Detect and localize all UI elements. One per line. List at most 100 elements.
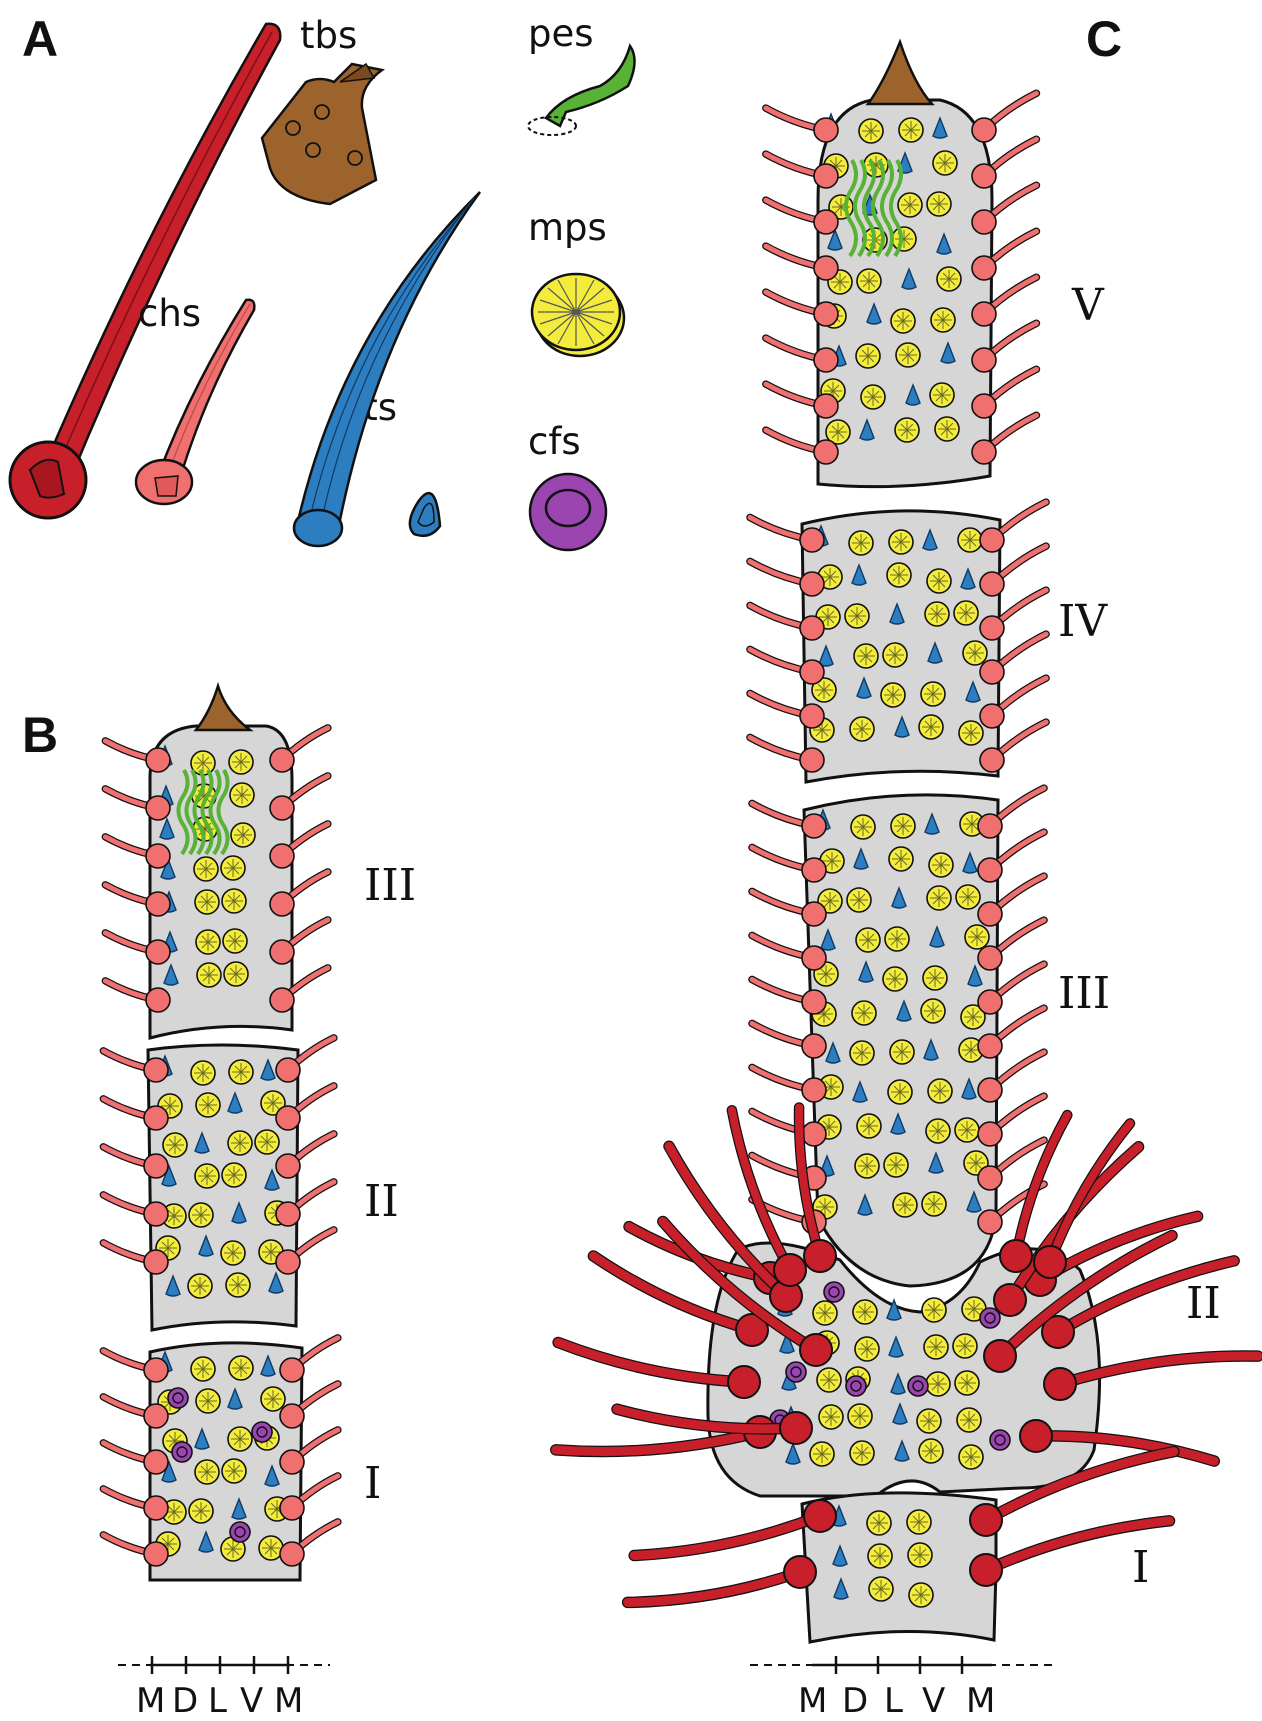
- panel-c-seta-mps: [958, 528, 982, 552]
- panel-c-seta-mps: [817, 1368, 841, 1392]
- panel-c-chs-base: [972, 394, 996, 418]
- panel-c-seta-mps: [957, 1408, 981, 1432]
- panel-c-chs-base: [980, 704, 1004, 728]
- panel-c-seta-mps: [883, 643, 907, 667]
- cfs-label: cfs: [528, 420, 581, 463]
- panel-c-seta-mps: [845, 604, 869, 628]
- panel-c-seta-mps: [955, 1118, 979, 1142]
- panel-c-seta-mps: [954, 601, 978, 625]
- panel-b-chs-base: [146, 940, 170, 964]
- panel-c-chs-base: [978, 1122, 1002, 1146]
- panel-c-chs-base: [802, 902, 826, 926]
- pes-label: pes: [528, 12, 594, 55]
- panel-b-chs-base: [276, 1154, 300, 1178]
- panel-c-seta-mps: [810, 1442, 834, 1466]
- panel-c-seta-mps: [890, 1040, 914, 1064]
- panel-c-seta-mps: [921, 682, 945, 706]
- panel-c-long-seta-base: [970, 1504, 1002, 1536]
- panel-c-seta-mps: [907, 1510, 931, 1534]
- panel-c-seta-mps: [899, 118, 923, 142]
- pes-seta-illustration: [528, 46, 635, 135]
- panel-c-seta-mps: [889, 847, 913, 871]
- panel-b-seta-mps: [224, 962, 248, 986]
- panel-c-seta-mps: [921, 999, 945, 1023]
- chs-label: chs: [138, 292, 201, 335]
- panel-b-seta-mps: [228, 1131, 252, 1155]
- panel-c-seta-mps: [847, 888, 871, 912]
- panel-c-seta-mps: [919, 1439, 943, 1463]
- panel-c-seta-mps: [884, 1153, 908, 1177]
- panel-b-chs-base: [280, 1358, 304, 1382]
- panel-b-chs-base: [144, 1202, 168, 1226]
- panel-c-chs-base: [980, 572, 1004, 596]
- panel-c-chs-base: [802, 990, 826, 1014]
- tbs-label: tbs: [300, 14, 357, 57]
- panel-b-cfs: [172, 1442, 192, 1462]
- panel-c-seta-mps: [925, 602, 949, 626]
- panel-c-chs-base: [978, 1034, 1002, 1058]
- panel-b-cfs: [252, 1422, 272, 1442]
- panel-c-axis: M D L V M: [750, 1656, 1058, 1721]
- panel-c-chs-base: [978, 814, 1002, 838]
- panel-c-chs-base: [802, 1034, 826, 1058]
- panel-c-chs-base: [980, 660, 1004, 684]
- panel-b-chs-base: [146, 844, 170, 868]
- panel-c-seta-mps: [917, 1409, 941, 1433]
- panel-c-seta-mps: [856, 344, 880, 368]
- panel-c-cfs: [908, 1376, 928, 1396]
- panel-c-seta-mps: [953, 1334, 977, 1358]
- panel-b-seta-mps: [230, 783, 254, 807]
- panel-c-seta-mps: [933, 151, 957, 175]
- panel-c-long-seta-base: [1044, 1368, 1076, 1400]
- panel-b-axis-d: D: [172, 1681, 198, 1721]
- panel-label-b: B: [22, 707, 58, 763]
- panel-c-seta-mps: [869, 1577, 893, 1601]
- panel-c-seta-mps: [885, 927, 909, 951]
- panel-b-chs-base: [146, 748, 170, 772]
- panel-b-seta-mps: [196, 1389, 220, 1413]
- panel-c-long-seta-base: [1020, 1420, 1052, 1452]
- panel-c-chs-base: [972, 440, 996, 464]
- panel-c-seta-mps: [857, 269, 881, 293]
- panel-c-seta-mps: [883, 967, 907, 991]
- panel-c-seta-mps: [861, 385, 885, 409]
- panel-c-chs-base: [800, 748, 824, 772]
- panel-c-chs-base: [978, 990, 1002, 1014]
- panel-b-seta-mps: [222, 1163, 246, 1187]
- panel-c-chs-base: [814, 164, 838, 188]
- panel-c-chs-base: [972, 302, 996, 326]
- panel-b-seta-mps: [163, 1133, 187, 1157]
- panel-b-seta-mps: [191, 1061, 215, 1085]
- panel-c-seta-mps: [959, 1445, 983, 1469]
- panel-b-chs-base: [144, 1542, 168, 1566]
- panel-b-chs-base: [280, 1404, 304, 1428]
- panel-c-chs-base: [802, 1122, 826, 1146]
- panel-c-seta-mps: [893, 1193, 917, 1217]
- panel-b-chs-base: [276, 1106, 300, 1130]
- panel-c-chs-base: [800, 528, 824, 552]
- panel-b-axis-v: V: [240, 1681, 263, 1721]
- panel-c-seta-mps: [857, 1114, 881, 1138]
- panel-b-axis-m1: M: [136, 1681, 165, 1721]
- panel-b-seta-mps: [194, 857, 218, 881]
- panel-c-seta-mps: [888, 1080, 912, 1104]
- panel-b-chs-base: [146, 796, 170, 820]
- panel-c-chs-base: [978, 1210, 1002, 1234]
- panel-c-chs-base: [978, 946, 1002, 970]
- panel-b-chs-base: [270, 940, 294, 964]
- panel-c-seta-mps: [891, 814, 915, 838]
- panel-c-long-seta-base: [784, 1556, 816, 1588]
- panel-c-antenna: [556, 42, 1258, 1642]
- panel-c-chs-base: [980, 528, 1004, 552]
- panel-b-label-ii: II: [364, 1176, 399, 1227]
- panel-c-seta-mps: [909, 1583, 933, 1607]
- panel-b-seta-mps: [259, 1536, 283, 1560]
- panel-c-chs-base: [814, 348, 838, 372]
- panel-b-cfs: [230, 1522, 250, 1542]
- panel-c-chs-base: [980, 616, 1004, 640]
- panel-c-seta-mps: [959, 721, 983, 745]
- panel-b-seta-mps: [189, 1499, 213, 1523]
- panel-c-seta-mps: [895, 418, 919, 442]
- panel-b-seta-mps: [229, 1060, 253, 1084]
- panel-c-chs-base: [802, 946, 826, 970]
